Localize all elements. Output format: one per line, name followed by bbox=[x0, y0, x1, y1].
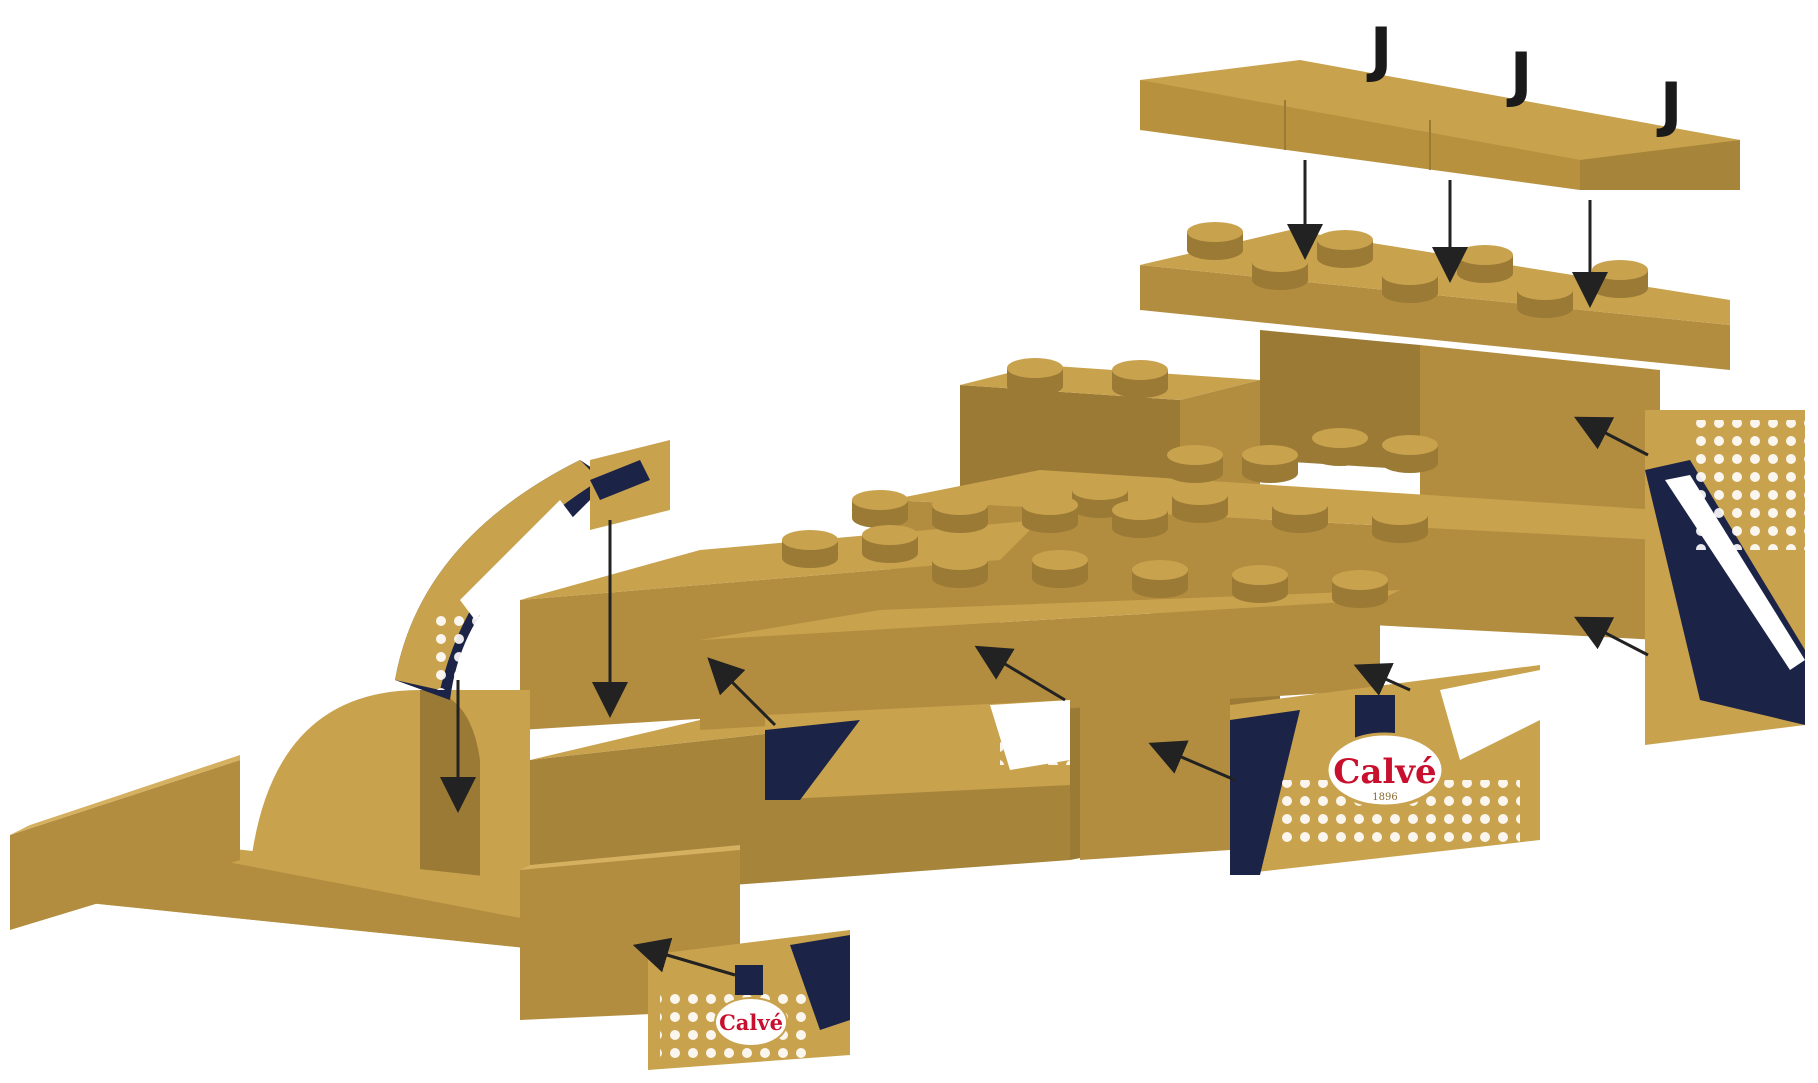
stud-icon bbox=[1032, 550, 1088, 588]
sticker-rear-side bbox=[1645, 410, 1805, 745]
stud-icon bbox=[1372, 505, 1428, 543]
sticker-side-left bbox=[765, 700, 1070, 800]
sticker-nose-right bbox=[590, 440, 670, 530]
mark-j-2: J bbox=[1506, 40, 1532, 110]
stud-row-rear bbox=[1187, 222, 1648, 318]
j-marks: J J J bbox=[1366, 15, 1682, 140]
stud-icon bbox=[862, 525, 918, 563]
stud-icon bbox=[932, 495, 988, 533]
stud-icon bbox=[1517, 280, 1573, 318]
arrow-icon bbox=[632, 937, 736, 977]
stud-icon bbox=[1242, 445, 1298, 483]
arrow-icon bbox=[707, 657, 777, 727]
stud-icon bbox=[1022, 495, 1078, 533]
stud-icon bbox=[1007, 358, 1063, 396]
arrow-icon bbox=[1574, 616, 1649, 657]
stud-icon bbox=[852, 490, 908, 528]
rear-wing-plate bbox=[1140, 60, 1740, 190]
stud-icon bbox=[1382, 265, 1438, 303]
stud-icon bbox=[1317, 230, 1373, 268]
brand-logo-sub: 1896 bbox=[1372, 792, 1397, 803]
arrow-icon bbox=[1148, 740, 1236, 782]
stud-icon bbox=[1132, 560, 1188, 598]
mark-j-3: J bbox=[1656, 70, 1682, 140]
stud-icon bbox=[1167, 445, 1223, 483]
stud-icon bbox=[782, 530, 838, 568]
calve-logo-front: Calvé bbox=[714, 965, 788, 1047]
stud-icon bbox=[1272, 495, 1328, 533]
assembly-arrows bbox=[440, 160, 1649, 977]
stud-icon bbox=[1332, 570, 1388, 608]
stud-icon bbox=[1232, 565, 1288, 603]
arrow-icon bbox=[974, 645, 1066, 702]
sticker-nose-left bbox=[395, 460, 610, 700]
calve-logo-center: Calvé 1896 bbox=[1325, 695, 1445, 808]
stud-icon bbox=[1312, 428, 1368, 466]
stud-icon bbox=[1072, 480, 1128, 518]
stud-icon bbox=[1112, 500, 1168, 538]
stud-row-body bbox=[782, 358, 1438, 608]
stud-icon bbox=[1172, 485, 1228, 523]
stud-icon bbox=[1592, 260, 1648, 298]
stud-icon bbox=[1457, 245, 1513, 283]
arrow-icon bbox=[1353, 662, 1411, 696]
brand-logo-text-small: Calvé bbox=[719, 1010, 783, 1035]
stud-icon bbox=[1382, 435, 1438, 473]
arrow-icon bbox=[1574, 416, 1649, 457]
mark-j-1: J bbox=[1366, 15, 1392, 85]
brand-logo-text: Calvé bbox=[1333, 752, 1436, 792]
stud-icon bbox=[1252, 252, 1308, 290]
stud-icon bbox=[932, 550, 988, 588]
sticker-panels bbox=[395, 410, 1805, 1070]
stud-icon bbox=[1187, 222, 1243, 260]
stud-icon bbox=[1112, 360, 1168, 398]
